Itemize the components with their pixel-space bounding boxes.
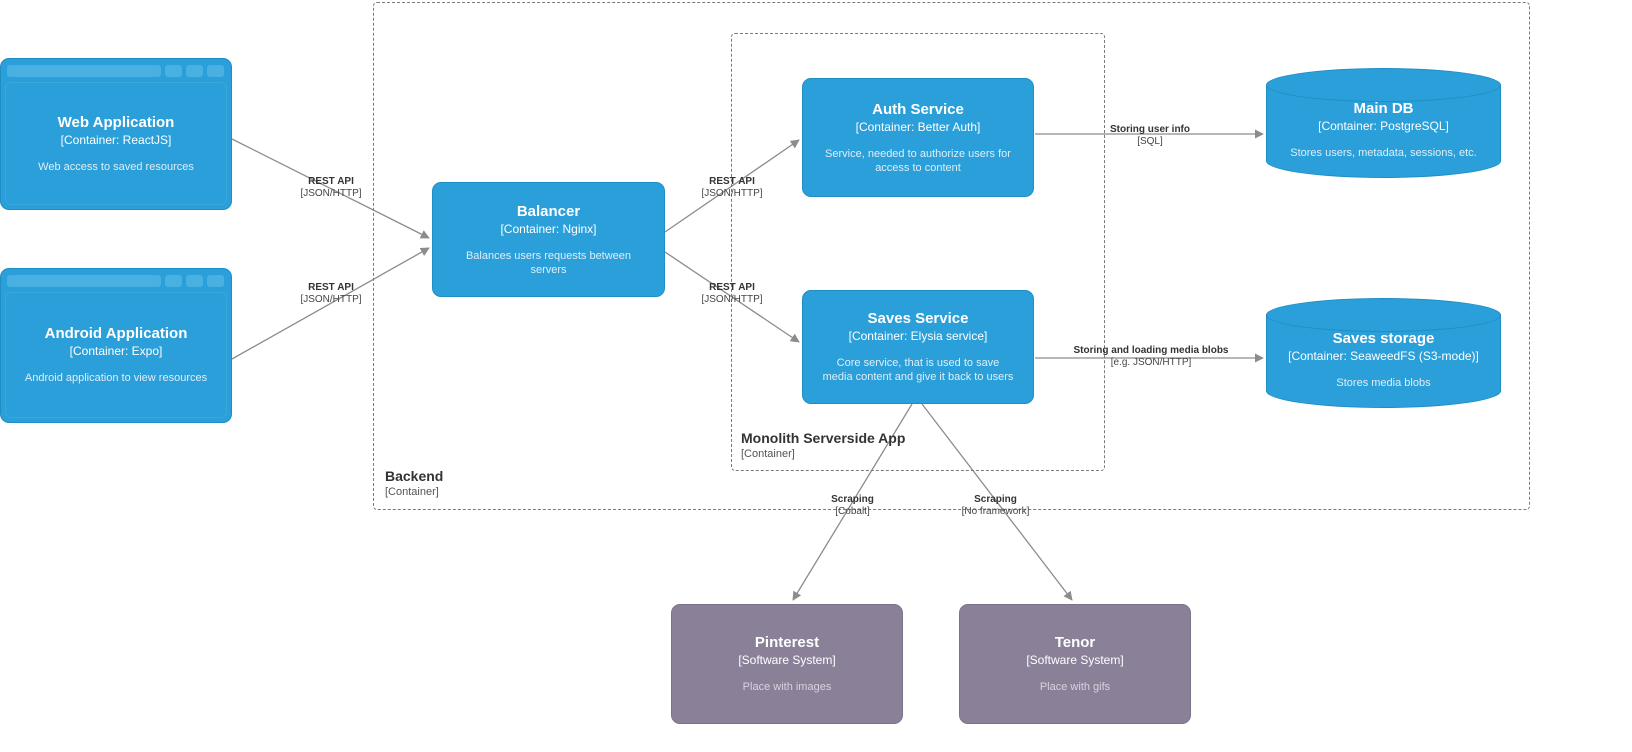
edge-web-to-balancer xyxy=(231,138,430,239)
node-tenor[interactable]: Tenor [Software System] Place with gifs xyxy=(959,604,1191,724)
boundary-backend-label: Backend [Container] xyxy=(385,468,443,499)
boundary-monolith-label: Monolith Serverside App [Container] xyxy=(741,430,905,461)
boundary-backend-title: Backend xyxy=(385,468,444,484)
edge-label-title: REST API xyxy=(308,176,354,187)
edge-label-balancer-to-saves: REST API [JSON/HTTP] xyxy=(676,282,788,306)
edge-balancer-to-auth xyxy=(664,139,800,233)
edge-saves-to-pinterest xyxy=(792,403,913,601)
window-control-icon xyxy=(207,65,224,77)
edge-label-tech: [JSON/HTTP] xyxy=(300,188,362,199)
node-web-application[interactable]: Web Application [Container: ReactJS] Web… xyxy=(0,58,232,210)
cylinder-top-icon xyxy=(1266,298,1501,332)
edge-label-tech: [No framework] xyxy=(961,506,1030,517)
window-control-icon xyxy=(186,275,203,287)
node-android-application-desc: Android application to view resources xyxy=(24,372,208,384)
edge-label-tech: [JSON/HTTP] xyxy=(701,294,763,305)
edge-label-title: Scraping xyxy=(974,494,1017,505)
node-balancer-tech: [Container: Nginx] xyxy=(500,221,597,236)
window-titlebar xyxy=(7,275,161,287)
node-android-application-body: Android Application [Container: Expo] An… xyxy=(5,292,227,418)
node-web-application-desc: Web access to saved resources xyxy=(38,160,194,173)
node-pinterest[interactable]: Pinterest [Software System] Place with i… xyxy=(671,604,903,724)
window-control-icon xyxy=(165,275,182,287)
edge-label-title: REST API xyxy=(709,176,755,187)
node-saves-storage-text: Saves storage [Container: SeaweedFS (S3-… xyxy=(1266,330,1501,389)
edge-label-title: REST API xyxy=(308,282,354,293)
node-balancer-title: Balancer xyxy=(516,202,581,220)
edge-label-title: Scraping xyxy=(831,494,874,505)
edge-label-tech: [JSON/HTTP] xyxy=(701,188,763,199)
node-pinterest-desc: Place with images xyxy=(742,681,832,693)
node-web-application-title: Web Application xyxy=(57,113,175,131)
window-control-icon xyxy=(207,275,224,287)
edge-balancer-to-saves xyxy=(664,251,800,343)
node-android-application-tech: [Container: Expo] xyxy=(69,344,163,358)
boundary-monolith xyxy=(731,33,1105,471)
node-saves-service[interactable]: Saves Service [Container: Elysia service… xyxy=(802,290,1034,404)
node-main-db-tech: [Container: PostgreSQL] xyxy=(1318,119,1449,133)
edge-label-tech: [e.g. JSON/HTTP] xyxy=(1110,357,1192,368)
edge-label-tech: [Cobalt] xyxy=(835,506,870,517)
node-saves-service-title: Saves Service xyxy=(867,310,969,327)
edge-label-saves-to-storage: Storing and loading media blobs [e.g. JS… xyxy=(1056,345,1246,369)
node-saves-service-desc: Core service, that is used to save media… xyxy=(822,357,1014,383)
window-titlebar xyxy=(7,65,161,77)
edge-label-auth-to-maindb: Storing user info [SQL] xyxy=(1091,124,1209,148)
window-control-icon xyxy=(165,65,182,77)
node-saves-storage-title: Saves storage xyxy=(1332,330,1435,347)
node-auth-service-tech: [Container: Better Auth] xyxy=(855,119,981,134)
node-auth-service-title: Auth Service xyxy=(872,100,964,118)
node-pinterest-tech: [Software System] xyxy=(738,653,836,667)
edge-label-title: Storing and loading media blobs xyxy=(1073,345,1229,356)
edge-saves-to-tenor xyxy=(921,403,1073,601)
node-android-application[interactable]: Android Application [Container: Expo] An… xyxy=(0,268,232,423)
boundary-backend-tech: [Container] xyxy=(385,486,439,498)
node-tenor-desc: Place with gifs xyxy=(1039,681,1111,693)
node-main-db-desc: Stores users, metadata, sessions, etc. xyxy=(1290,147,1477,159)
node-main-db-text: Main DB [Container: PostgreSQL] Stores u… xyxy=(1266,100,1501,159)
window-control-icon xyxy=(186,65,203,77)
node-android-application-title: Android Application xyxy=(44,325,188,342)
edge-label-android-to-balancer: REST API [JSON/HTTP] xyxy=(275,282,387,306)
node-web-application-body: Web Application [Container: ReactJS] Web… xyxy=(5,82,227,205)
node-auth-service[interactable]: Auth Service [Container: Better Auth] Se… xyxy=(802,78,1034,197)
node-pinterest-title: Pinterest xyxy=(754,634,820,651)
edge-label-saves-to-tenor: Scraping [No framework] xyxy=(939,494,1052,518)
node-main-db-title: Main DB xyxy=(1353,100,1414,117)
node-auth-service-desc: Service, needed to authorize users for a… xyxy=(825,147,1011,174)
node-tenor-tech: [Software System] xyxy=(1026,653,1124,667)
node-main-db[interactable]: Main DB [Container: PostgreSQL] Stores u… xyxy=(1266,68,1501,178)
node-saves-storage-tech: [Container: SeaweedFS (S3-mode)] xyxy=(1288,349,1479,363)
node-tenor-title: Tenor xyxy=(1054,634,1096,651)
node-balancer-desc: Balances users requests between servers xyxy=(465,249,632,276)
node-web-application-tech: [Container: ReactJS] xyxy=(60,132,172,147)
node-balancer[interactable]: Balancer [Container: Nginx] Balances use… xyxy=(432,182,665,297)
node-saves-storage[interactable]: Saves storage [Container: SeaweedFS (S3-… xyxy=(1266,298,1501,408)
cylinder-top-icon xyxy=(1266,68,1501,102)
edge-label-tech: [SQL] xyxy=(1137,136,1163,147)
edge-label-tech: [JSON/HTTP] xyxy=(300,294,362,305)
edge-label-title: Storing user info xyxy=(1110,124,1190,135)
edge-label-balancer-to-auth: REST API [JSON/HTTP] xyxy=(676,176,788,200)
node-saves-service-tech: [Container: Elysia service] xyxy=(848,329,988,343)
node-saves-storage-desc: Stores media blobs xyxy=(1336,377,1431,389)
window-chrome-icon xyxy=(5,63,227,79)
edge-android-to-balancer xyxy=(231,247,430,360)
boundary-monolith-tech: [Container] xyxy=(741,448,795,460)
boundary-backend xyxy=(373,2,1530,510)
edge-label-title: REST API xyxy=(709,282,755,293)
window-chrome-icon xyxy=(5,273,227,289)
edge-label-web-to-balancer: REST API [JSON/HTTP] xyxy=(275,176,387,200)
boundary-monolith-title: Monolith Serverside App xyxy=(741,430,906,446)
edge-label-saves-to-pinterest: Scraping [Cobalt] xyxy=(796,494,909,518)
